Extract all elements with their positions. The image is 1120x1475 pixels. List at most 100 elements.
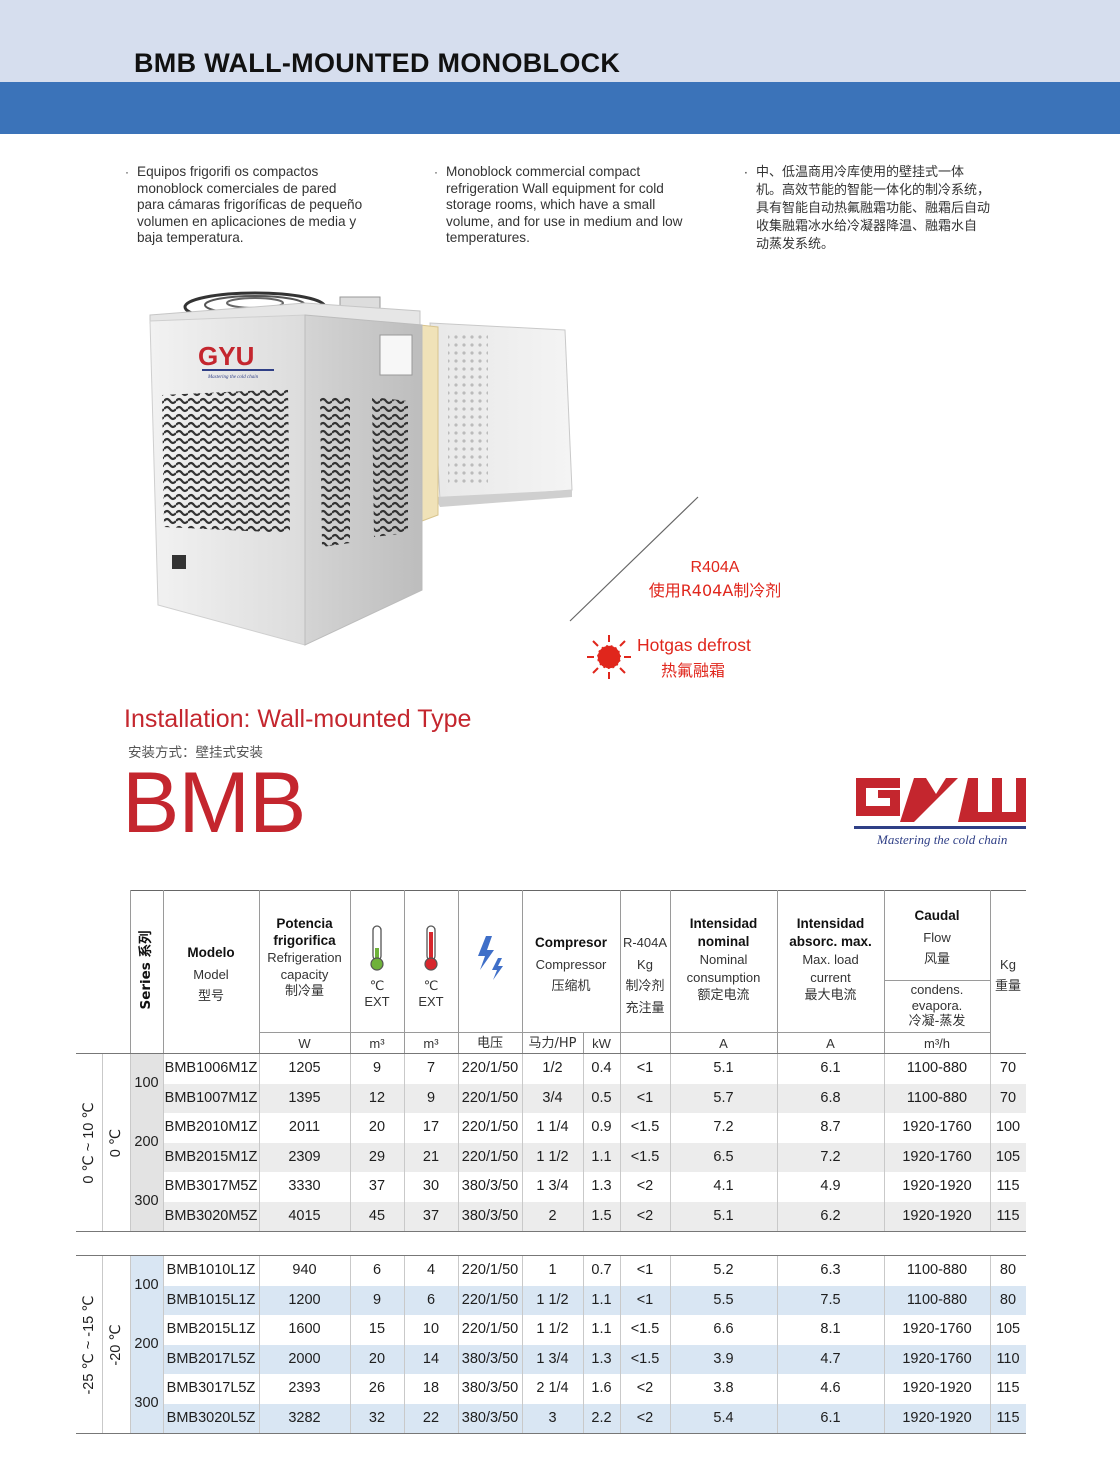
- value-cell: 1.3: [591, 1350, 612, 1367]
- col-divider: [458, 1256, 459, 1433]
- intro-line: 机。高效节能的智能一体化的制冷系统，: [756, 183, 991, 198]
- temp-ext-header-line: EXT: [364, 994, 390, 1009]
- value-cell: 32: [368, 1409, 386, 1426]
- monoblock-unit-image: GYU Mastering the cold chain: [140, 285, 590, 665]
- value-cell: 6.3: [820, 1262, 841, 1278]
- intro-line: 动蒸发系统。: [756, 237, 835, 252]
- unit-label: m³: [369, 1036, 385, 1051]
- table-row: [163, 1403, 1026, 1433]
- value-cell: 5.1: [713, 1207, 734, 1224]
- intro-line: 收集融霜冰水给冷凝器降温、融霜水自: [756, 219, 978, 234]
- header-col-divider: [130, 890, 131, 1053]
- value-cell: 115: [996, 1409, 1020, 1426]
- table-row: [163, 1256, 1026, 1286]
- col-divider: [583, 1054, 584, 1231]
- temperature-label: -20 ℃: [108, 1323, 124, 1366]
- col-divider: [458, 1054, 459, 1231]
- value-cell: 10: [422, 1321, 440, 1337]
- brand-tagline: Mastering the cold chain: [877, 832, 1008, 847]
- col-divider: [583, 1256, 584, 1433]
- col-divider: [404, 1256, 405, 1433]
- model-header-line: Modelo: [187, 945, 235, 960]
- value-cell: 6.5: [713, 1148, 734, 1165]
- col-divider: [259, 1256, 260, 1433]
- bullet-icon: ·: [744, 166, 748, 180]
- value-cell: <1: [636, 1060, 654, 1076]
- bullet-icon: ·: [434, 165, 438, 179]
- value-cell: 7.2: [820, 1148, 841, 1165]
- intro-line: storage rooms, which have a small: [446, 197, 656, 213]
- model-cell: BMB3017M5Z: [164, 1178, 258, 1194]
- value-cell: 1 3/4: [536, 1350, 569, 1367]
- intro-line: 具有智能自动热氟融霜功能、融霜后自动: [756, 201, 991, 216]
- value-cell: 4015: [288, 1207, 321, 1224]
- defrost-callout: Hotgas defrost 热氟融霜: [637, 632, 751, 684]
- defrost-label: Hotgas defrost: [637, 635, 751, 655]
- header-col-divider: [990, 890, 991, 1053]
- value-cell: 105: [995, 1148, 1021, 1165]
- col-divider: [777, 1256, 778, 1433]
- table-row: [163, 1083, 1026, 1113]
- maxload-header-line: Max. load: [802, 952, 859, 967]
- refrigerant-callout: R404A 使用R404A制冷剂: [600, 556, 830, 602]
- installation-title: Installation: Wall-mounted Type: [124, 705, 472, 733]
- value-cell: <1: [636, 1291, 654, 1308]
- value-cell: 105: [995, 1321, 1021, 1337]
- value-cell: 18: [422, 1380, 440, 1396]
- sun-icon: [587, 635, 631, 679]
- value-cell: 20: [368, 1350, 386, 1367]
- flow-header-line: Caudal: [914, 908, 960, 923]
- col-divider: [102, 1054, 103, 1231]
- header-col-divider: [884, 890, 885, 1053]
- intro-line: volume, and for use in medium and low: [446, 213, 683, 229]
- defrost-label-cn: 热氟融霜: [661, 661, 726, 680]
- unit-label: 马力/HP: [528, 1036, 577, 1051]
- nominal-header-line: consumption: [686, 970, 761, 985]
- value-cell: 4.6: [820, 1380, 841, 1396]
- value-cell: 7: [426, 1060, 436, 1076]
- value-cell: 1200: [288, 1291, 321, 1308]
- refrigerant-header-line: Kg: [637, 957, 653, 972]
- group-top-border: [76, 1255, 1026, 1256]
- value-cell: 220/1/50: [461, 1060, 519, 1076]
- value-cell: <1.5: [630, 1148, 660, 1165]
- series-block: [130, 1256, 163, 1315]
- value-cell: 380/3/50: [461, 1178, 519, 1194]
- compressor-header-line: Compressor: [535, 957, 607, 972]
- temperature-range-label: -25 ℃ ~ -15 ℃: [81, 1294, 97, 1395]
- value-cell: 26: [368, 1380, 386, 1396]
- compressor-header-line: Compresor: [534, 935, 607, 950]
- value-cell: 5.7: [713, 1089, 734, 1106]
- unit-label: A: [826, 1036, 835, 1051]
- value-cell: 5.4: [713, 1409, 734, 1426]
- col-divider: [777, 1054, 778, 1231]
- installation-subtitle: 安装方式：壁挂式安装: [128, 745, 263, 761]
- value-cell: 15: [368, 1321, 386, 1337]
- series-block: [130, 1315, 163, 1374]
- value-cell: 220/1/50: [461, 1148, 519, 1165]
- header-top-border: [130, 890, 1026, 891]
- col-divider: [163, 1256, 164, 1433]
- value-cell: 1 3/4: [536, 1178, 569, 1194]
- group-bottom-border: [76, 1433, 1026, 1434]
- value-cell: 1.5: [591, 1207, 612, 1224]
- value-cell: <1.5: [630, 1321, 660, 1337]
- value-cell: 14: [422, 1350, 440, 1367]
- table-row: [163, 1315, 1026, 1345]
- flow-sub-header-line: condens.: [910, 982, 964, 997]
- model-cell: BMB3020L5Z: [166, 1409, 256, 1426]
- col-divider: [884, 1256, 885, 1433]
- value-cell: 80: [999, 1291, 1017, 1308]
- model-cell: BMB1007M1Z: [164, 1089, 258, 1106]
- model-cell: BMB2015L1Z: [166, 1321, 256, 1337]
- value-cell: 1920-1920: [902, 1409, 972, 1426]
- header-col-divider: [163, 890, 164, 1053]
- value-cell: 22: [422, 1409, 440, 1426]
- unit-label: A: [719, 1036, 728, 1051]
- capacity-header-line: frigorifica: [273, 933, 336, 948]
- flow-sub-divider: [884, 980, 990, 981]
- table-row: [163, 1113, 1026, 1143]
- value-cell: 380/3/50: [461, 1350, 519, 1367]
- col-divider: [990, 1054, 991, 1231]
- refrigerant-label: R404A: [690, 559, 740, 576]
